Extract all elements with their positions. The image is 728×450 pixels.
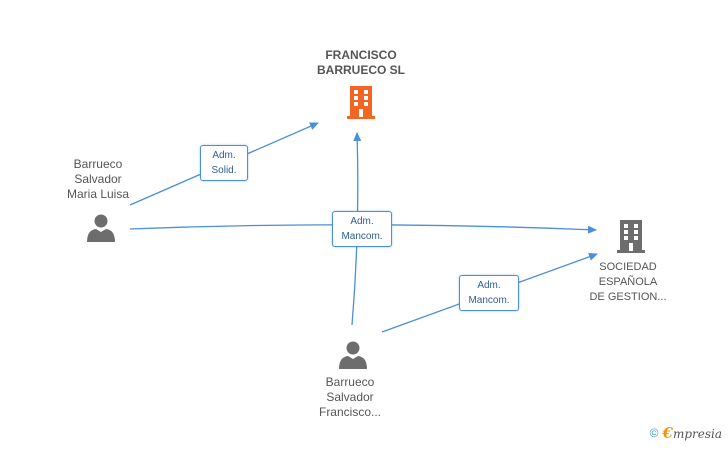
main-company-name[interactable]: FRANCISCO BARRUECO SL — [296, 48, 426, 78]
brand-initial: € — [662, 424, 673, 442]
person-icon[interactable] — [338, 340, 368, 370]
role-1-line1: Adm. — [212, 150, 236, 161]
role-badge-adm-solid[interactable]: Adm. Solid. — [200, 145, 248, 181]
person-1-name[interactable]: Barrueco Salvador Maria Luisa — [66, 157, 130, 201]
copyright-icon: © — [649, 426, 659, 440]
role-1-line2: Solid. — [211, 165, 237, 176]
role-badge-adm-mancom[interactable]: Adm. Mancom. — [459, 275, 519, 311]
role-2-line1: Adm. — [350, 216, 374, 227]
building-icon[interactable] — [616, 218, 646, 254]
role-badge-adm-mancom[interactable]: Adm. Mancom. — [332, 211, 392, 247]
building-icon[interactable] — [345, 84, 377, 120]
role-2-line2: Mancom. — [341, 231, 383, 242]
brand-rest: mpresia — [672, 427, 722, 441]
main-company-name-line2: BARRUECO SL — [316, 63, 405, 77]
other-company-name[interactable]: SOCIEDAD ESPAÑOLA DE GESTION... — [589, 261, 667, 303]
empresia-logo[interactable]: €mpresia — [663, 424, 723, 442]
role-3-line2: Mancom. — [468, 295, 510, 306]
footer-brand: © €mpresia — [650, 424, 722, 442]
person-icon[interactable] — [86, 213, 116, 243]
main-company-name-line1: FRANCISCO — [325, 48, 397, 62]
person-2-name[interactable]: Barrueco Salvador Francisco... — [318, 375, 381, 419]
role-3-line1: Adm. — [477, 280, 501, 291]
